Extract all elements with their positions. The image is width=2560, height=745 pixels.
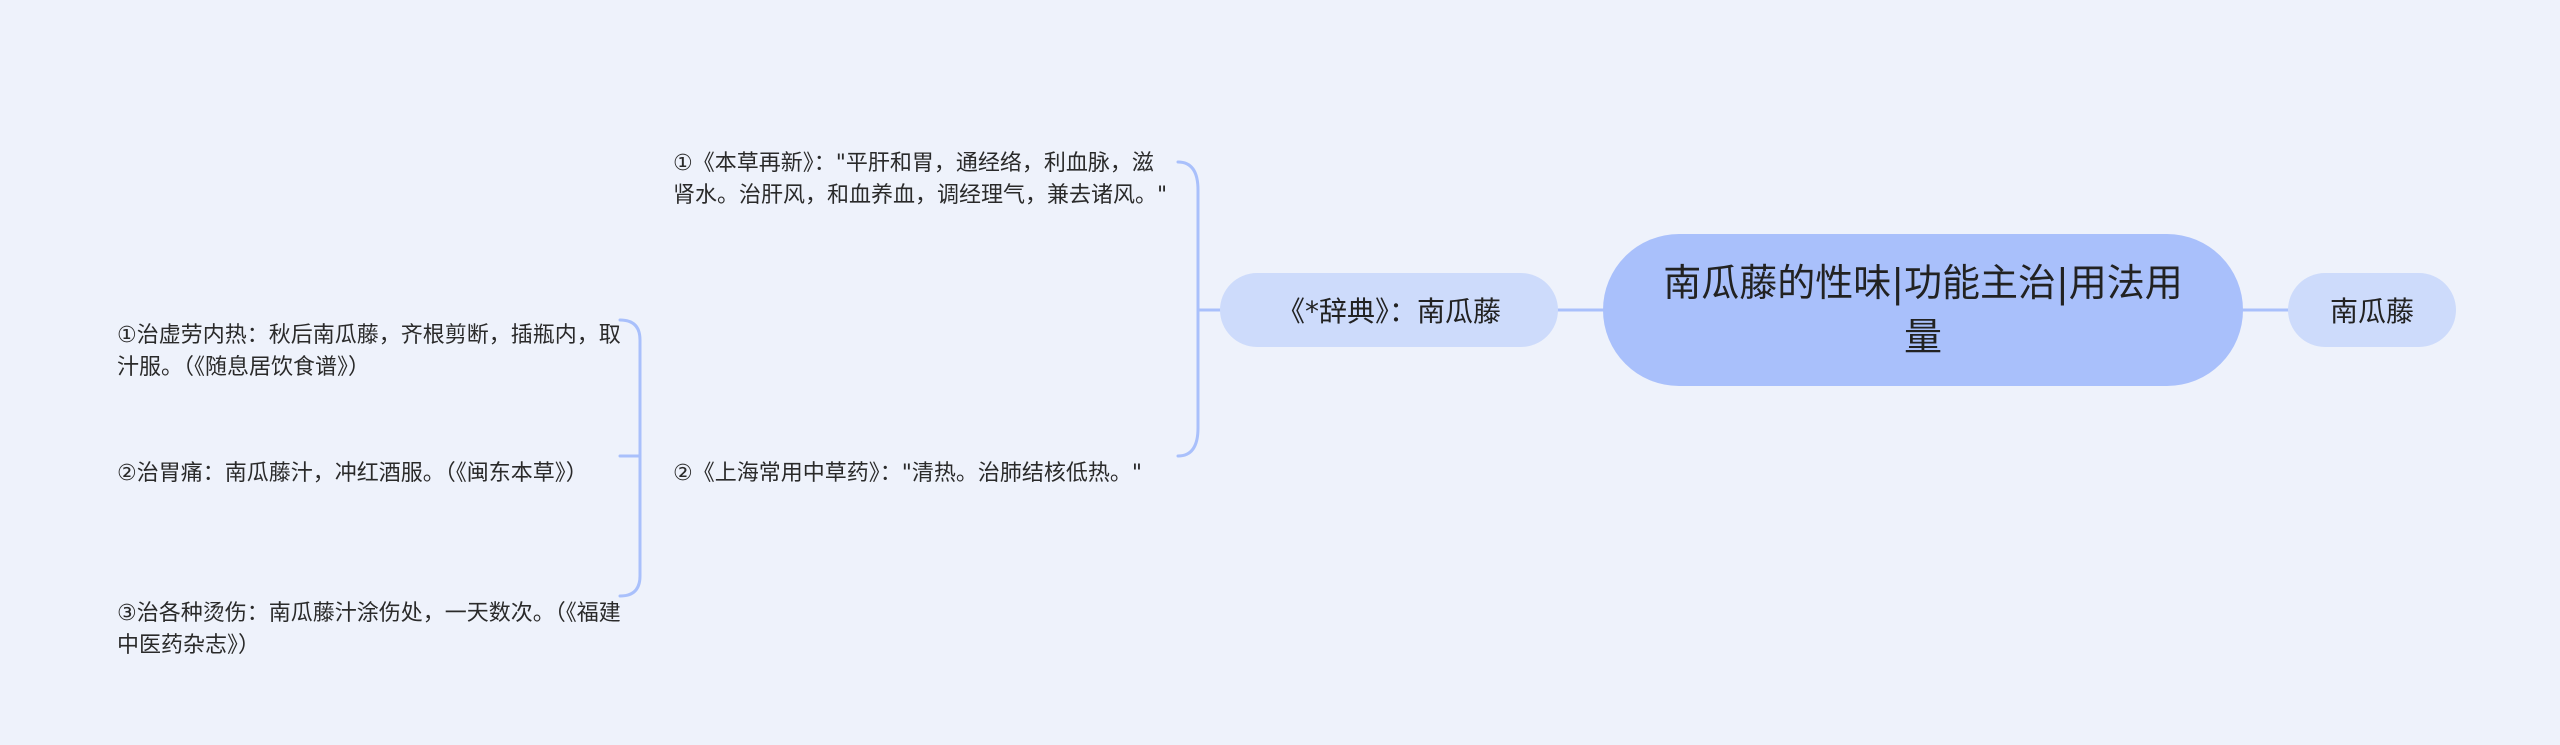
- leaf-text: ②治胃痛：南瓜藤汁，冲红酒服。（《闽东本草》）: [117, 461, 588, 486]
- leaf-text: ②《上海常用中草药》："清热。治肺结核低热。": [673, 461, 1142, 486]
- right-branch-node[interactable]: 南瓜藤: [2288, 273, 2456, 347]
- link-dict-bracket: [1176, 160, 1200, 458]
- leaf-text: ①《本草再新》："平肝和胃，通经络，利血脉，滋肾水。治肝风，和血养血，调经理气，…: [673, 151, 1168, 208]
- leaf-remedy-deficiency-heat[interactable]: ①治虚劳内热：秋后南瓜藤，齐根剪断，插瓶内，取汁服。（《随息居饮食谱》）: [117, 288, 627, 384]
- leaf-shanghai-herbs[interactable]: ②《上海常用中草药》："清热。治肺结核低热。": [673, 426, 1173, 490]
- root-label: 南瓜藤的性味|功能主治|用法用量: [1663, 261, 2183, 359]
- right-branch-label: 南瓜藤: [2329, 295, 2414, 328]
- dictionary-branch-node[interactable]: 《*辞典》：南瓜藤: [1220, 273, 1558, 347]
- leaf-bencao-zaixin[interactable]: ①《本草再新》："平肝和胃，通经络，利血脉，滋肾水。治肝风，和血养血，调经理气，…: [673, 116, 1173, 212]
- leaf-remedy-burns[interactable]: ③治各种烫伤：南瓜藤汁涂伤处，一天数次。（《福建中医药杂志》）: [117, 566, 627, 662]
- leaf-text: ①治虚劳内热：秋后南瓜藤，齐根剪断，插瓶内，取汁服。（《随息居饮食谱》）: [117, 323, 621, 380]
- dictionary-branch-label: 《*辞典》：南瓜藤: [1276, 295, 1501, 328]
- link-sub-bracket: [618, 318, 642, 598]
- root-node[interactable]: 南瓜藤的性味|功能主治|用法用量: [1603, 234, 2243, 386]
- leaf-remedy-stomach-pain[interactable]: ②治胃痛：南瓜藤汁，冲红酒服。（《闽东本草》）: [117, 426, 627, 490]
- leaf-text: ③治各种烫伤：南瓜藤汁涂伤处，一天数次。（《福建中医药杂志》）: [117, 601, 621, 658]
